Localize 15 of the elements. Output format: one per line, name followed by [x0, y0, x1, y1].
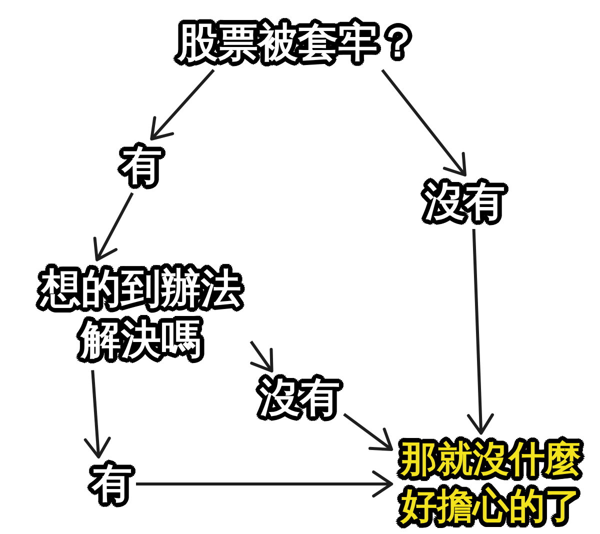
arrow — [93, 192, 134, 262]
arrow — [343, 413, 394, 451]
arrow — [250, 340, 274, 372]
answer-label: 沒有 — [256, 371, 344, 425]
question-label: 股票被套牢？ — [174, 16, 422, 70]
arrow — [150, 69, 215, 140]
arrow — [84, 370, 111, 458]
arrow — [136, 470, 394, 498]
answer-label: 有 — [118, 139, 166, 193]
answer-label: 有 — [88, 457, 136, 511]
arrow — [466, 228, 494, 435]
answer-label: 沒有 — [421, 175, 509, 229]
question-label: 想的到辦法解決嗎 — [31, 260, 251, 370]
conclusion-label: 那就沒什麼好擔心的了 — [392, 433, 590, 534]
arrow — [381, 69, 466, 176]
